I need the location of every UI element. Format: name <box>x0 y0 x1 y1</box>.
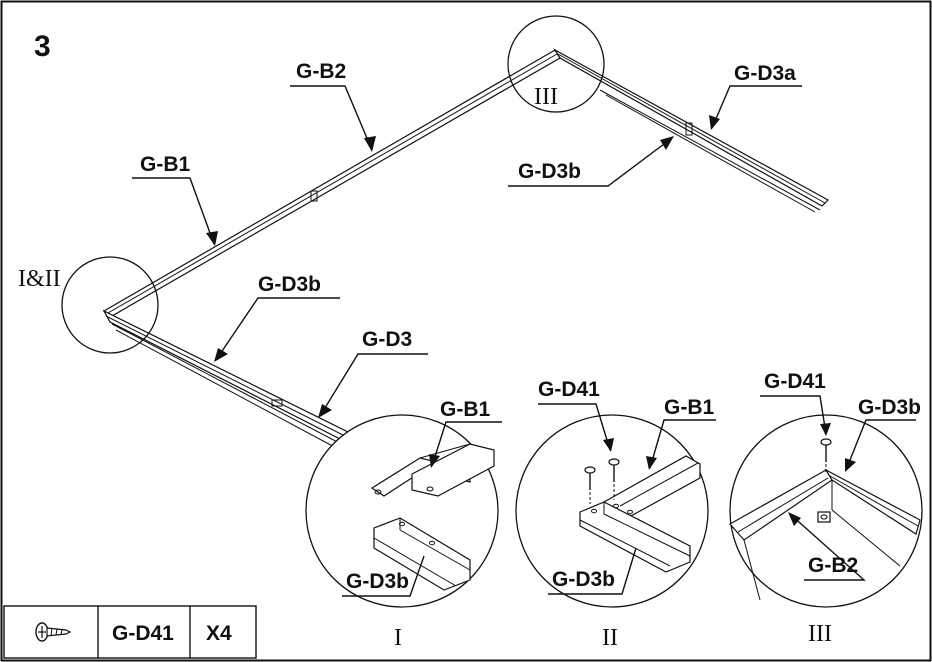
detail-ii-label-gb1: G-B1 <box>664 396 714 419</box>
parts-table: G-D41 X4 <box>3 605 257 659</box>
rail-gd3-gd3b <box>102 309 353 443</box>
label-gd3b-left: G-D3b <box>258 273 321 296</box>
main-frame <box>102 48 829 451</box>
detail-iii-circle <box>729 414 923 608</box>
joint-bracket-top <box>310 190 318 202</box>
label-gd3a: G-D3a <box>734 62 796 85</box>
arrow-gd3b-left <box>214 348 228 362</box>
detail-iii-label-gd3b: G-D3b <box>858 396 921 419</box>
label-gb2: G-B2 <box>296 60 346 83</box>
detail-iii <box>729 414 923 608</box>
arrow-gb1 <box>206 231 218 246</box>
label-gb1: G-B1 <box>140 153 190 176</box>
label-gd3: G-D3 <box>362 328 412 351</box>
arrow-gd3 <box>318 404 332 418</box>
arrow-gd3a <box>709 115 720 130</box>
parts-table-quantity: X4 <box>206 622 232 645</box>
detail-iii-caption: III <box>808 621 832 647</box>
detail-i-label-gd3b: G-D3b <box>346 570 409 593</box>
detail-ii-screws <box>584 458 620 504</box>
joint-bracket-left <box>271 399 283 407</box>
arrow-gb2 <box>364 136 376 152</box>
detail-iii-bracket <box>817 511 831 523</box>
detail-iii-label-gb2: G-B2 <box>808 554 858 577</box>
circle-ref-i-ii-label: I&II <box>18 266 61 292</box>
circle-ref-iii-label: III <box>534 84 558 110</box>
circle-ref-iii <box>507 15 605 113</box>
joint-bracket-right <box>685 122 693 136</box>
screw-icon <box>35 622 72 642</box>
detail-i-label-gb1: G-B1 <box>440 398 490 421</box>
detail-ii-label-gd3b: G-D3b <box>552 568 615 591</box>
step-number: 3 <box>34 30 51 63</box>
detail-ii <box>515 414 709 608</box>
detail-iii-screw <box>820 438 832 446</box>
label-gd3b-right: G-D3b <box>518 160 581 183</box>
detail-ii-label-gd41: G-D41 <box>538 378 600 401</box>
detail-ii-caption: II <box>602 625 618 651</box>
detail-i-caption: I <box>394 625 402 651</box>
arrow-gd3b-right <box>660 136 674 150</box>
detail-iii-label-gd41: G-D41 <box>764 370 826 393</box>
detail-i <box>305 414 499 608</box>
detail-iii-rail-gd3b <box>824 468 921 535</box>
circle-ref-i-ii <box>61 256 159 354</box>
parts-table-part: G-D41 <box>112 622 174 645</box>
